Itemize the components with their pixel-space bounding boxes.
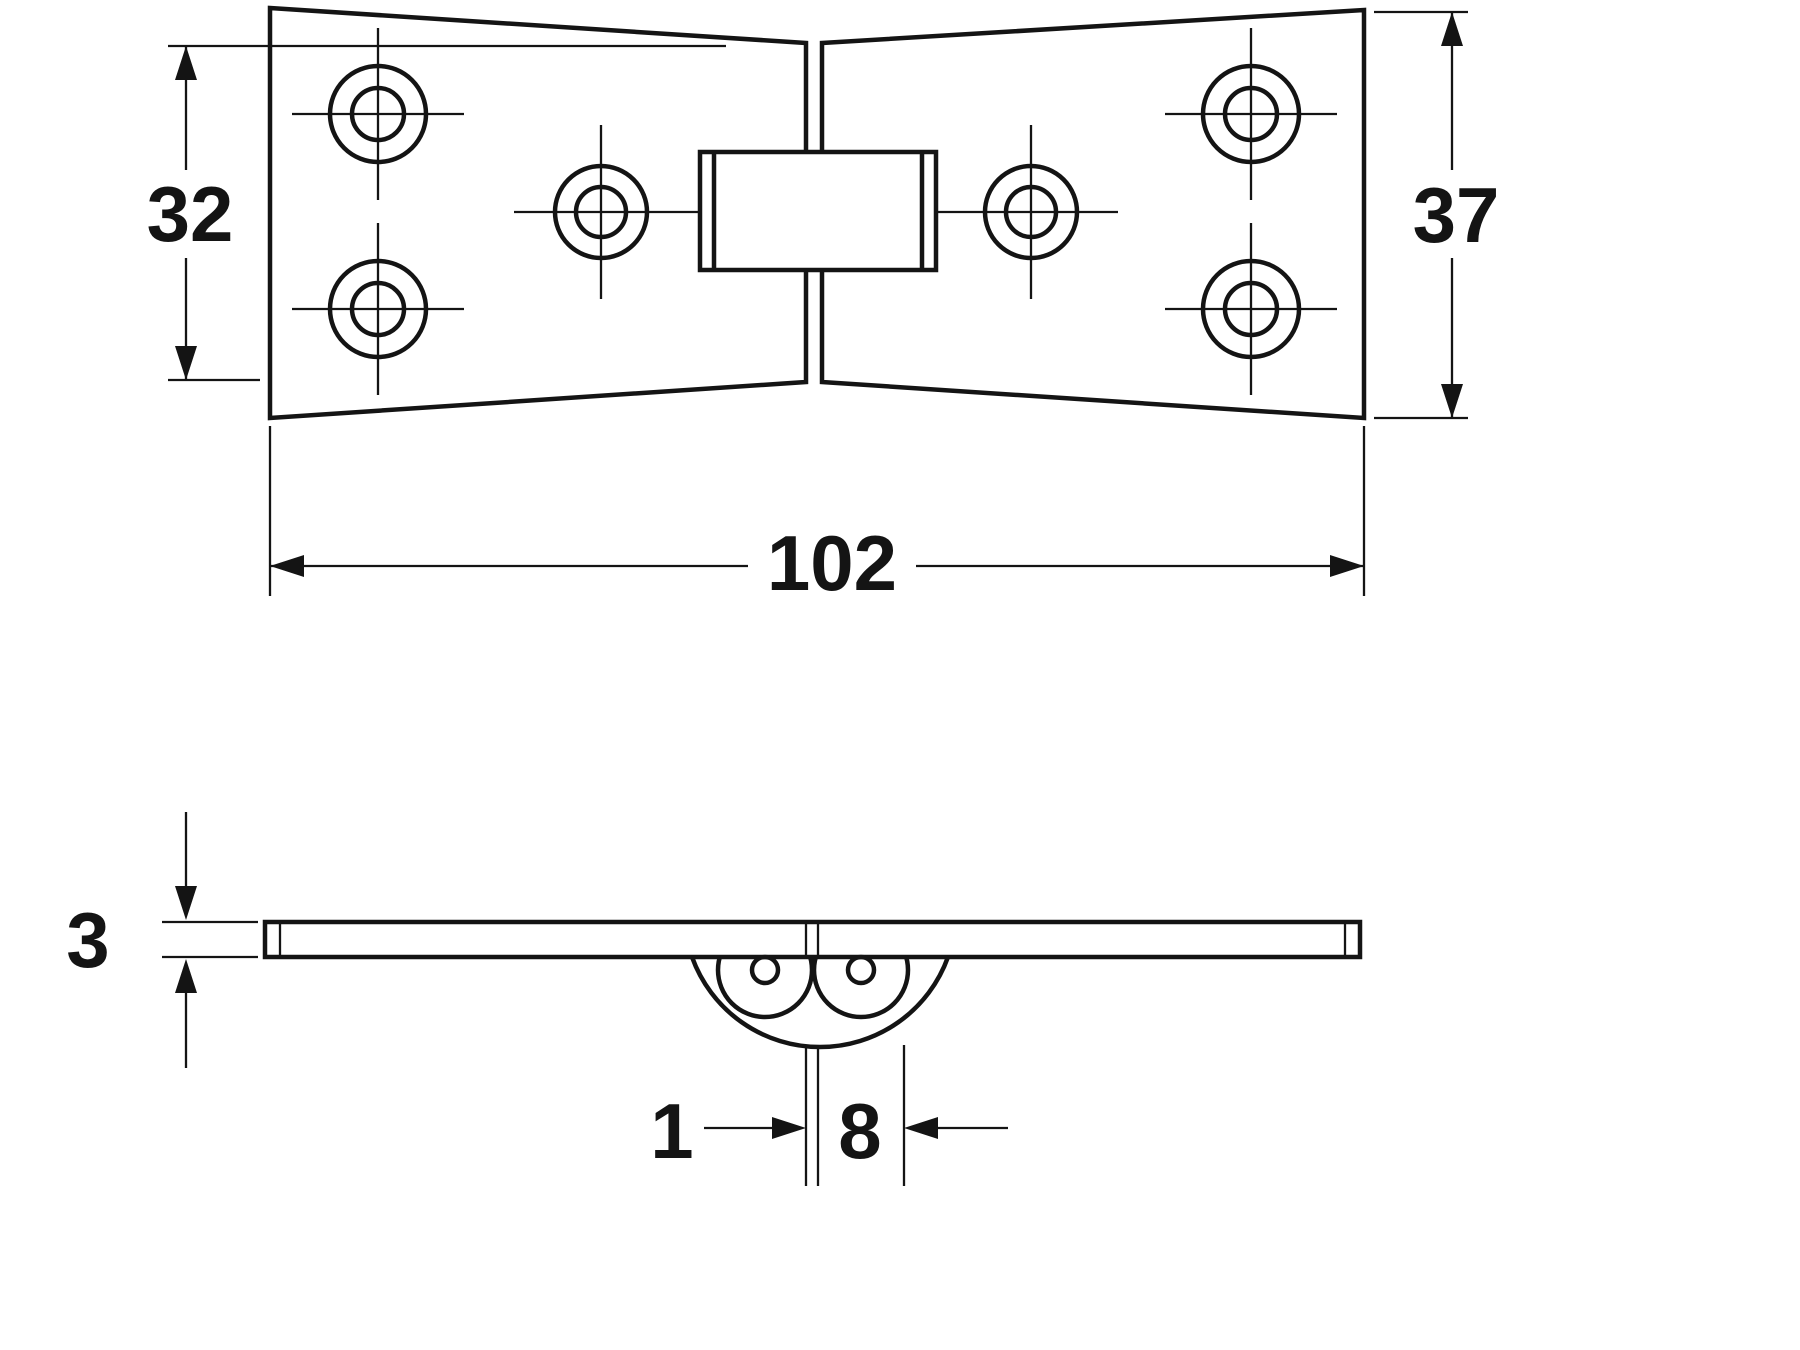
pin-hole-right [845, 954, 877, 986]
screw-hole [1165, 28, 1337, 200]
dimension-gap: 1 [650, 1045, 820, 1186]
dimension-label: 37 [1413, 171, 1500, 259]
arrowhead-right [772, 1117, 806, 1139]
arrowhead-up [175, 46, 197, 80]
screw-hole-outer [1200, 63, 1302, 165]
dimension-label: 3 [66, 896, 109, 984]
pin-hole-left [749, 954, 781, 986]
arrowhead-down [175, 886, 197, 920]
screw-hole-inner [349, 280, 407, 338]
screw-hole-inner [1003, 184, 1059, 240]
arrowhead-left [270, 555, 304, 577]
dimension-label: 8 [838, 1087, 881, 1175]
dimension-center-height: 32 [147, 44, 726, 382]
dimension-label: 32 [147, 170, 234, 258]
screw-hole-outer [982, 163, 1080, 261]
dimension-thickness: 3 [66, 812, 258, 1068]
screw-hole [936, 125, 1118, 299]
screw-hole [292, 28, 464, 200]
screw-hole-outer [1200, 258, 1302, 360]
screw-hole-inner [1222, 85, 1280, 143]
knuckle-plan [697, 149, 939, 273]
arrowhead-up [175, 959, 197, 993]
top-view: 32 37 102 [147, 5, 1500, 607]
screw-hole [514, 125, 700, 299]
screw-hole-inner [1222, 280, 1280, 338]
arrowhead-up [1441, 12, 1463, 46]
dimension-label: 102 [767, 519, 897, 607]
arrowhead-down [175, 346, 197, 380]
arrowhead-down [1441, 384, 1463, 418]
hinge-plate-edge [262, 919, 1363, 960]
screw-hole [1165, 223, 1337, 395]
dimension-label: 1 [650, 1087, 693, 1175]
screw-hole-outer [327, 258, 429, 360]
arrowhead-right [1330, 555, 1364, 577]
dimension-leaf-height: 37 [1374, 10, 1500, 420]
dimension-overall-length: 102 [268, 426, 1366, 607]
screw-hole-outer [327, 63, 429, 165]
screw-hole-inner [349, 85, 407, 143]
screw-hole-outer [552, 163, 650, 261]
screw-hole [292, 223, 464, 395]
side-view: 3 1 8 [66, 812, 1363, 1186]
arrowhead-left [904, 1117, 938, 1139]
dimension-knuckle-width: 8 [838, 1045, 1008, 1186]
screw-hole-inner [573, 184, 629, 240]
